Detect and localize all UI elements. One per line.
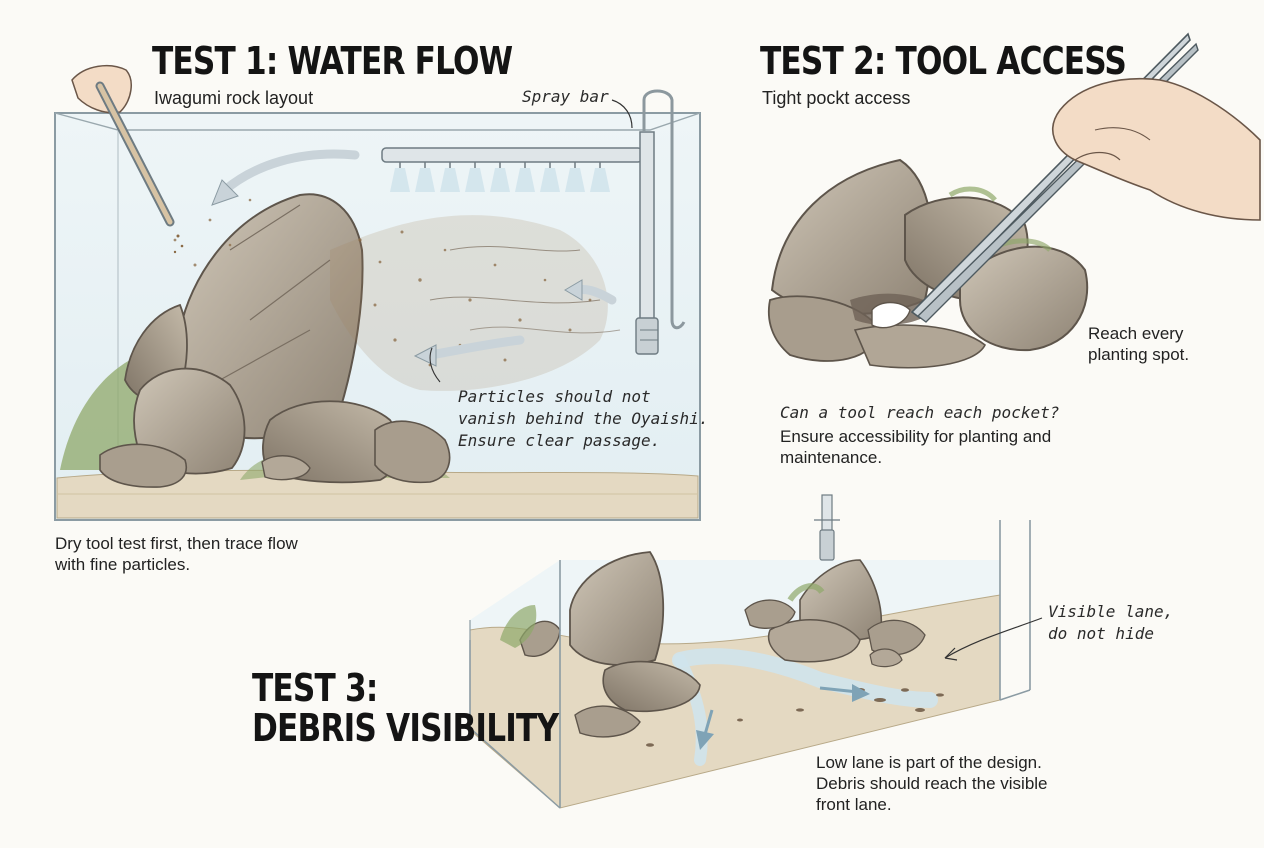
dropper-hand bbox=[71, 64, 184, 254]
test3-title: TEST 3: DEBRIS VISIBILITY bbox=[252, 666, 559, 750]
test3-caption: Low lane is part of the design. Debris s… bbox=[816, 753, 1048, 814]
test1-tank bbox=[54, 89, 701, 521]
test3-tank bbox=[469, 494, 1043, 809]
planting-pocket bbox=[871, 301, 911, 329]
test2-question: Can a tool reach each pocket? bbox=[780, 403, 1060, 422]
test1-subtitle: Iwagumi rock layout bbox=[154, 88, 314, 108]
test2-subtitle: Tight pockt access bbox=[762, 88, 911, 108]
flow-arrow-top bbox=[220, 149, 360, 195]
tweezers-hand bbox=[910, 32, 1261, 323]
test1-title: TEST 1: WATER FLOW bbox=[152, 39, 513, 83]
test1-particles-note: Particles should not vanish behind the O… bbox=[458, 387, 709, 450]
test1-caption: Dry tool test first, then trace flow wit… bbox=[55, 534, 298, 574]
test3-lane-note: Visible lane, do not hide bbox=[1048, 602, 1174, 643]
spray-bar-label: Spray bar bbox=[522, 87, 609, 106]
test2-title: TEST 2: TOOL ACCESS bbox=[760, 39, 1127, 83]
test2-pocket bbox=[767, 158, 1089, 369]
test2-side-note: Reach every planting spot. bbox=[1088, 324, 1190, 364]
spray-bar bbox=[381, 89, 686, 355]
test2-caption: Ensure accessibility for planting and ma… bbox=[780, 427, 1052, 467]
front-lane bbox=[672, 648, 938, 708]
